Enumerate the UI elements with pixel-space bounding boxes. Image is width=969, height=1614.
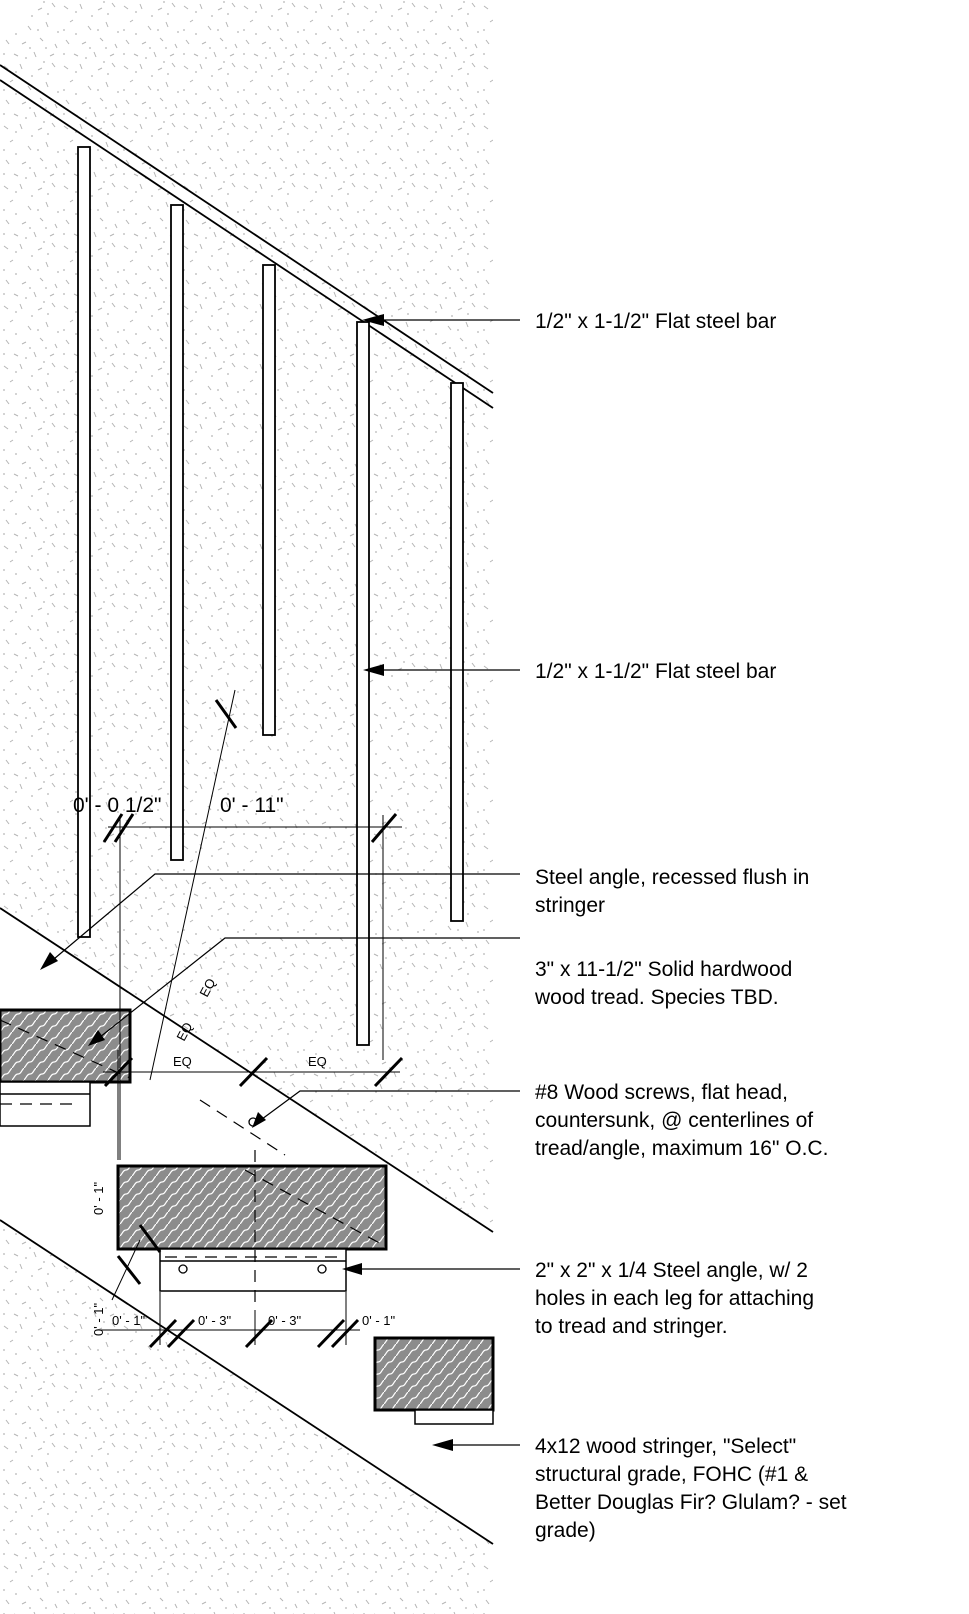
callout-tread: 3" x 11-1/2" Solid hardwood wood tread. …	[534, 958, 798, 1009]
callout-top-rail: 1/2" x 1-1/2" Flat steel bar	[535, 310, 776, 333]
dim-one-inch-left: 0' - 1"	[112, 1313, 145, 1328]
treads	[0, 1008, 495, 1412]
callout-steel-angle-recessed: Steel angle, recessed flush in stringer	[535, 866, 815, 917]
tread	[373, 1336, 495, 1412]
tread-main	[116, 1164, 388, 1251]
tread	[0, 1008, 132, 1084]
dim-one-inch-vert-2: 0' - 1"	[91, 1303, 106, 1336]
dim-eq-left: EQ	[173, 1054, 192, 1069]
dim-three-inch-left: 0' - 3"	[198, 1313, 231, 1328]
callout-screws: #8 Wood screws, flat head, countersunk, …	[535, 1081, 828, 1160]
balusters	[77, 146, 464, 1046]
dim-eq-right: EQ	[308, 1054, 327, 1069]
callout-angle-detail: 2" x 2" x 1/4 Steel angle, w/ 2 holes in…	[535, 1259, 820, 1338]
baluster	[77, 146, 91, 938]
dim-one-inch-right: 0' - 1"	[362, 1313, 395, 1328]
top-rail	[0, 64, 494, 409]
baluster	[262, 264, 276, 736]
baluster	[450, 382, 464, 922]
dim-gap: 0' - 0 1/2"	[73, 794, 162, 817]
baluster	[356, 321, 370, 1046]
dim-three-inch-right: 0' - 3"	[268, 1313, 301, 1328]
callout-baluster: 1/2" x 1-1/2" Flat steel bar	[535, 660, 776, 683]
void-top-left	[0, 0, 40, 40]
dim-one-inch-vert-1: 0' - 1"	[91, 1182, 106, 1215]
baluster	[170, 204, 184, 861]
callout-stringer: 4x12 wood stringer, "Select" structural …	[535, 1435, 852, 1542]
dim-spacing: 0' - 11"	[220, 794, 284, 817]
steel-angles	[0, 1081, 494, 1425]
